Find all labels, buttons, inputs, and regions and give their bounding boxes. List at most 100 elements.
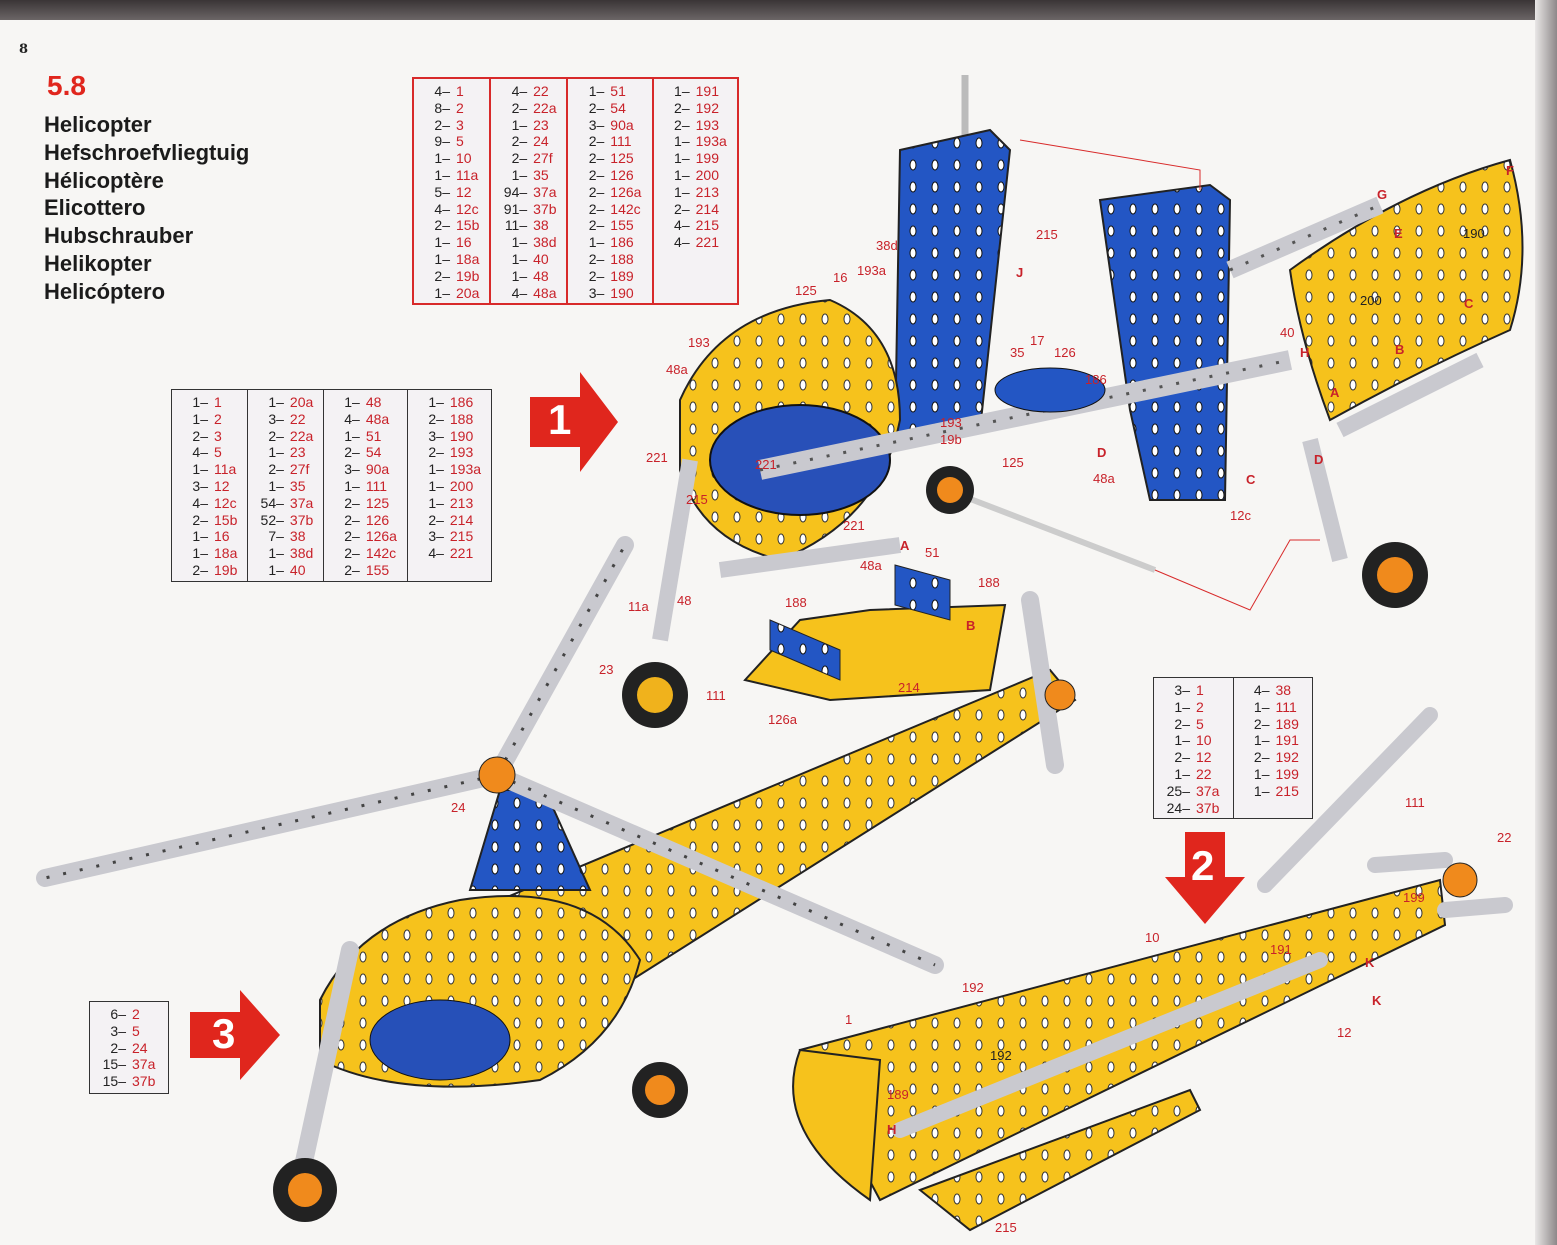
part-quantity: 2– (192, 561, 208, 578)
part-number: 37a (289, 494, 314, 511)
callout: 48 (677, 593, 692, 608)
part-number: 214 (449, 511, 474, 528)
part-number: 188 (449, 410, 474, 427)
part-quantity: 2– (588, 200, 605, 217)
part-entry: 1–23 (497, 117, 560, 134)
part-number: 125 (610, 150, 634, 167)
part-entry: 3–22 (254, 411, 317, 428)
part-number: 2 (456, 99, 464, 116)
part-quantity: 54– (260, 494, 284, 511)
part-number: 213 (695, 183, 719, 200)
part-number: 37b (1196, 799, 1220, 816)
part-quantity: 4– (511, 284, 528, 301)
part-entry: 8–2 (420, 100, 483, 117)
part-quantity: 1– (1253, 765, 1270, 782)
callout: K (1365, 955, 1375, 970)
part-number: 10 (456, 150, 472, 167)
part-entry: 2–192 (660, 100, 731, 117)
part-number: 215 (449, 528, 474, 545)
part-number: 215 (695, 217, 719, 234)
part-number: 5 (456, 133, 464, 150)
part-entry: 2– 125 (574, 150, 645, 167)
part-quantity: 1– (511, 116, 528, 133)
step-2-number: 2 (1191, 842, 1215, 889)
callout: 12 (1337, 1025, 1352, 1040)
callout: 12c (1230, 508, 1251, 523)
callout: 215 (995, 1220, 1017, 1235)
part-quantity: 1– (434, 234, 450, 251)
step3-helicopter (36, 536, 1077, 1222)
part-entry: 1– 186 (574, 234, 645, 251)
part-quantity: 1– (1253, 732, 1270, 749)
part-quantity: 1– (344, 394, 360, 410)
part-number: 186 (449, 394, 474, 410)
part-entry: 1–200 (414, 478, 485, 495)
model-name-da: Helikopter (44, 250, 152, 276)
part-quantity: 2– (192, 427, 208, 444)
part-number: 37a (1196, 782, 1220, 799)
part-entry: 3–215 (414, 528, 485, 545)
part-quantity: 4– (192, 494, 208, 511)
part-quantity: 3– (192, 477, 208, 494)
callout: 17 (1030, 333, 1045, 348)
part-entry: 1–10 (1160, 732, 1227, 749)
part-entry: 5–12 (420, 184, 483, 201)
part-number: 189 (610, 267, 634, 284)
callout: 215 (1036, 227, 1058, 242)
part-number: 12c (456, 200, 479, 217)
part-number: 111 (365, 477, 388, 494)
callout: 190 (1463, 226, 1485, 241)
callout: 193a (857, 263, 886, 278)
part-entry: 2–54 (330, 444, 401, 461)
part-number: 214 (695, 200, 719, 217)
part-quantity: 1– (511, 250, 528, 267)
part-number: 38 (1275, 682, 1292, 698)
part-number: 186 (610, 234, 634, 251)
part-entry: 1–215 (1240, 783, 1307, 800)
part-entry: 94–37a (497, 184, 560, 201)
part-number: 3 (214, 427, 222, 444)
part-quantity: 1– (192, 461, 208, 478)
part-entry: 1–51 (574, 83, 645, 100)
part-entry: 9–5 (420, 133, 483, 150)
part-quantity: 2– (428, 444, 444, 461)
part-entry: 91–37b (497, 201, 560, 218)
callout: A (1330, 385, 1340, 400)
callout: E (1394, 226, 1403, 241)
part-quantity: 1– (588, 234, 605, 251)
callout: 214 (898, 680, 920, 695)
part-quantity: 11– (504, 217, 528, 234)
part-quantity: 2– (511, 133, 528, 150)
part-number: 37b (533, 200, 557, 217)
callout: D (1314, 452, 1324, 467)
callout: C (1246, 472, 1256, 487)
part-number: 51 (610, 83, 626, 99)
part-entry: 1–2 (178, 411, 241, 428)
part-entry: 4–221 (660, 234, 731, 251)
part-entry: 2–24 (497, 133, 560, 150)
part-quantity: 1– (434, 284, 450, 301)
part-number: 54 (365, 444, 382, 461)
part-entry: 1–16 (178, 528, 241, 545)
part-number: 199 (695, 150, 719, 167)
part-quantity: 2– (588, 150, 605, 167)
part-number: 193a (695, 133, 727, 150)
part-quantity: 2– (588, 250, 605, 267)
callout: 11a (628, 599, 649, 614)
model-name-de: Hubschrauber (44, 223, 194, 249)
part-entry: 2–19b (420, 268, 483, 285)
part-quantity: 2– (511, 99, 528, 116)
part-quantity: 2– (511, 150, 528, 167)
part-quantity: 1– (1174, 698, 1190, 715)
part-number: 1 (214, 394, 222, 410)
part-entry: 11–38 (497, 217, 560, 234)
part-number: 125 (365, 494, 390, 511)
part-number: 48 (533, 267, 549, 284)
part-quantity: 4– (674, 217, 690, 234)
part-number: 12c (214, 494, 237, 511)
step-3-number: 3 (212, 1010, 236, 1057)
part-entry: 1–51 (330, 428, 401, 445)
